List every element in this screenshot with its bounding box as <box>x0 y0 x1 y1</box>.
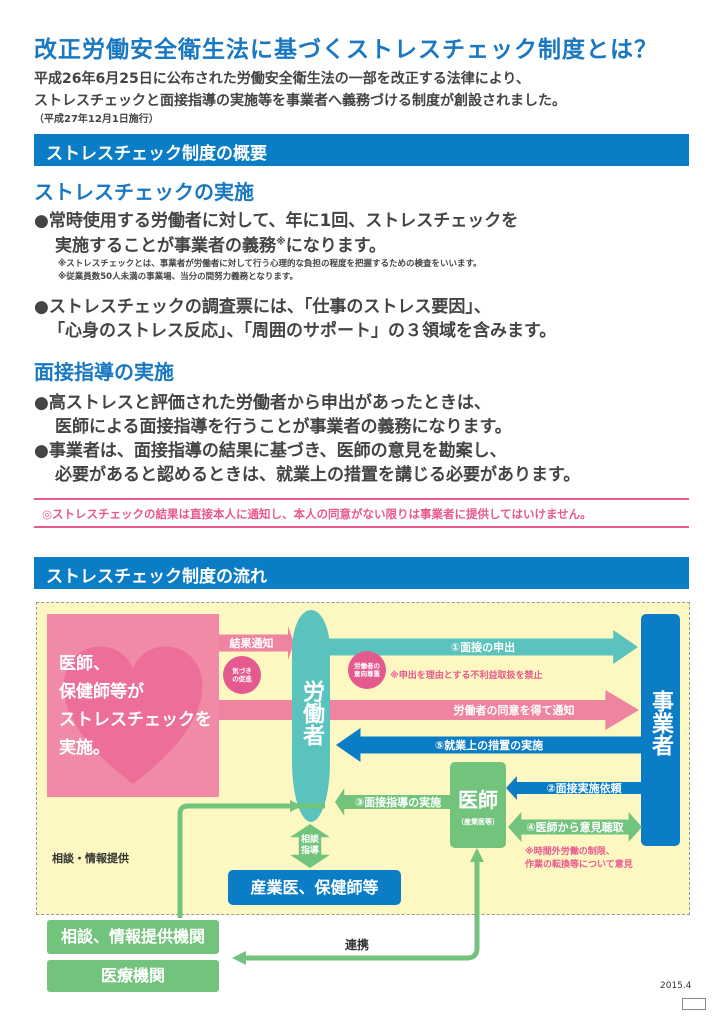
enforcement-date: （平成27年12月1日施行） <box>34 114 159 125</box>
bullet-text: 必要があると認めるときは、就業上の措置を講じる必要があります。 <box>55 465 581 485</box>
doctor-box-text: 医師、 <box>59 654 110 674</box>
lead-line-1: 平成26年6月25日に公布された労働安全衛生法の一部を改正する法律により、 <box>34 71 530 87</box>
physician-node: 医師 （産業医等） <box>450 762 506 848</box>
employer-label: 事業者 <box>648 690 673 756</box>
logo-mark <box>682 998 706 1010</box>
awareness-badge: 気づきの促進 <box>223 656 261 694</box>
worker-intent-badge: 労働者の意向尊重 <box>348 651 386 689</box>
bullet-text: 実施することが事業者の義務※になります。 <box>55 236 387 256</box>
prohibition-note: ※申出を理由とする不利益取扱を禁止 <box>390 671 543 681</box>
bullet-text: ●事業者は、面接指導の結果に基づき、医師の意見を勘案し、 <box>34 441 507 461</box>
section-interview-heading: 面接指導の実施 <box>34 360 174 384</box>
worker-label: 労働者 <box>299 680 324 746</box>
bullet-text: ●ストレスチェックの調査票には、「仕事のストレス要因」、 <box>34 297 491 317</box>
cooperation-label: 連携 <box>345 938 370 952</box>
doctor-box-text: 保健師等が <box>59 682 144 702</box>
consult-info-label: 相談・情報提供 <box>52 852 129 865</box>
lead-line-2: ストレスチェックと面接指導の実施等を事業者へ義務づける制度が創設されました。 <box>34 93 566 109</box>
connector-lines <box>177 800 484 965</box>
page-title: 改正労働安全衛生法に基づくストレスチェック制度とは？ <box>34 37 658 63</box>
bullet-text: ●常時使用する労働者に対して、年に1回、ストレスチェックを <box>34 211 519 231</box>
employer-node <box>641 614 680 846</box>
heart-icon <box>63 646 203 784</box>
bullet-text: ●高ストレスと評価された労働者から申出があったときは、 <box>34 393 491 413</box>
date: 2015.4 <box>660 981 692 991</box>
consult-info-org: 相談、情報提供機関 <box>47 920 219 954</box>
worker-node <box>292 610 330 822</box>
note: ※従業員数50人未満の事業場、当分の間努力義務となります。 <box>58 272 298 282</box>
doctor-box-text: 実施。 <box>59 738 110 758</box>
overview-header: ストレスチェック制度の概要 <box>34 134 689 166</box>
section-stresscheck-heading: ストレスチェックの実施 <box>34 180 254 204</box>
occupational-health-node: 産業医、保健師等 <box>228 870 401 905</box>
physician-sub: （産業医等） <box>457 818 499 826</box>
note: ※ストレスチェックとは、事業者が労働者に対して行う心理的な負担の程度を把握するた… <box>58 259 482 269</box>
medical-org: 医療機関 <box>47 960 219 992</box>
flow-header: ストレスチェック制度の流れ <box>34 557 689 589</box>
doctor-box: 医師、 保健師等が ストレスチェックを 実施。 <box>47 614 219 797</box>
bullet-text: 「心身のストレス反応」、「周囲のサポート」の３領域を含みます。 <box>48 321 557 341</box>
doctor-box-text: ストレスチェックを <box>59 710 212 730</box>
physician-label: 医師 <box>458 788 498 812</box>
opinion-note: ※時間外労働の制限、作業の転換等について意見 <box>525 847 633 870</box>
notice: ◎ストレスチェックの結果は直接本人に通知し、本人の同意がない限りは事業者に提供し… <box>34 498 689 528</box>
bullet-text: 医師による面接指導を行うことが事業者の義務になります。 <box>55 417 512 437</box>
